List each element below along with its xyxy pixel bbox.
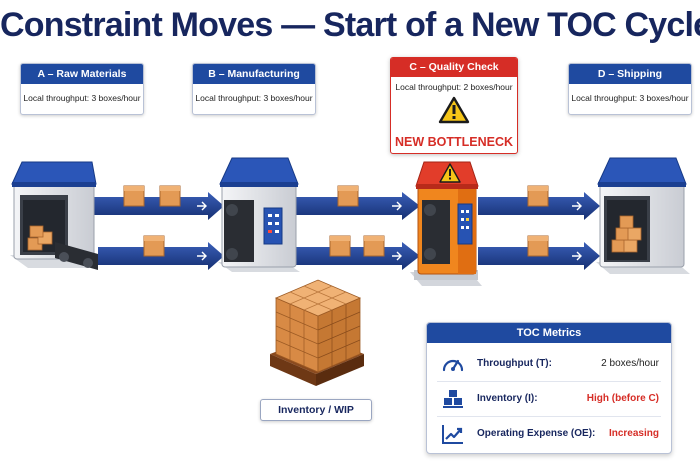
- boxes-icon: [443, 390, 463, 408]
- new-bottleneck-badge: NEW BOTTLENECK: [394, 135, 514, 149]
- box: [363, 235, 385, 257]
- stage-card-c: C – Quality Check Local throughput: 2 bo…: [390, 57, 518, 154]
- boxes-in-transit: [123, 185, 549, 257]
- station-b: [218, 157, 300, 272]
- metric-label: Throughput (T):: [477, 358, 552, 369]
- stage-card-a: A – Raw Materials Local throughput: 3 bo…: [20, 63, 144, 115]
- stage-card-d: D – Shipping Local throughput: 3 boxes/h…: [568, 63, 692, 115]
- stage-d-label: D – Shipping: [569, 64, 691, 84]
- stage-c-label: C – Quality Check: [391, 58, 517, 77]
- metric-row-throughput: Throughput (T): 2 boxes/hour: [427, 347, 671, 381]
- warning-icon: [438, 96, 470, 124]
- stage-card-b: B – Manufacturing Local throughput: 3 bo…: [192, 63, 316, 115]
- metric-label: Inventory (I):: [477, 393, 538, 404]
- stage-c-throughput: Local throughput: 2 boxes/hour: [395, 82, 513, 92]
- wip-label: Inventory / WIP: [260, 399, 372, 421]
- stage-b-label: B – Manufacturing: [193, 64, 315, 84]
- stage-a-label: A – Raw Materials: [21, 64, 143, 84]
- box: [143, 235, 165, 257]
- metric-value: 2 boxes/hour: [601, 358, 659, 369]
- toc-metrics-panel: TOC Metrics Throughput (T): 2 boxes/hour…: [426, 322, 672, 454]
- stage-d-throughput: Local throughput: 3 boxes/hour: [571, 93, 689, 103]
- stage-a-throughput: Local throughput: 3 boxes/hour: [23, 93, 141, 103]
- station-a: [10, 161, 98, 270]
- page-title: Constraint Moves — Start of a New TOC Cy…: [0, 6, 700, 44]
- divider: [437, 416, 661, 417]
- box: [527, 235, 549, 257]
- metric-value: High (before C): [586, 393, 659, 404]
- wip-pallet: [270, 279, 364, 386]
- gauge-icon: [442, 359, 464, 372]
- box: [527, 185, 549, 207]
- box: [123, 185, 145, 207]
- metrics-title: TOC Metrics: [427, 323, 671, 343]
- station-c-bottleneck: [410, 161, 482, 286]
- box: [337, 185, 359, 207]
- metric-label: Operating Expense (OE):: [477, 428, 596, 439]
- flow-arrow-b-c-bottom: [292, 242, 420, 270]
- box: [329, 235, 351, 257]
- trend-icon: [442, 425, 463, 444]
- metric-value: Increasing: [608, 428, 659, 439]
- divider: [437, 381, 661, 382]
- metric-row-inventory: Inventory (I): High (before C): [427, 382, 671, 416]
- stage-b-throughput: Local throughput: 3 boxes/hour: [195, 93, 313, 103]
- metric-row-operating-expense: Operating Expense (OE): Increasing: [427, 417, 671, 451]
- station-d: [596, 157, 690, 274]
- flow-arrow-a-b-top: [92, 192, 224, 220]
- box: [159, 185, 181, 207]
